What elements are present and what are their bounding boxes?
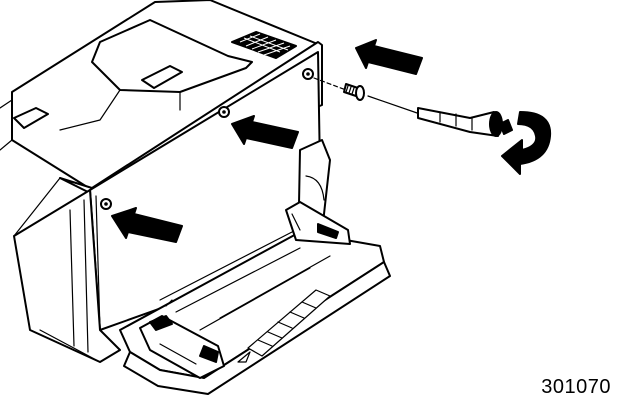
vent-grille bbox=[231, 31, 297, 59]
rotation-arrow-icon bbox=[499, 111, 552, 175]
printer-top-cover bbox=[0, 0, 321, 191]
screwdriver-icon bbox=[367, 95, 503, 137]
arrow-icon bbox=[231, 115, 299, 149]
paper-guide-front bbox=[139, 315, 225, 379]
screw-icon bbox=[343, 83, 365, 101]
screw-holes bbox=[100, 68, 314, 210]
figure-label: 301070 bbox=[541, 376, 611, 398]
alignment-line bbox=[313, 77, 347, 91]
paper-guide-rear bbox=[285, 201, 351, 245]
arrow-icon bbox=[111, 207, 183, 243]
arrow-icon bbox=[355, 39, 423, 75]
arrows bbox=[111, 39, 423, 243]
